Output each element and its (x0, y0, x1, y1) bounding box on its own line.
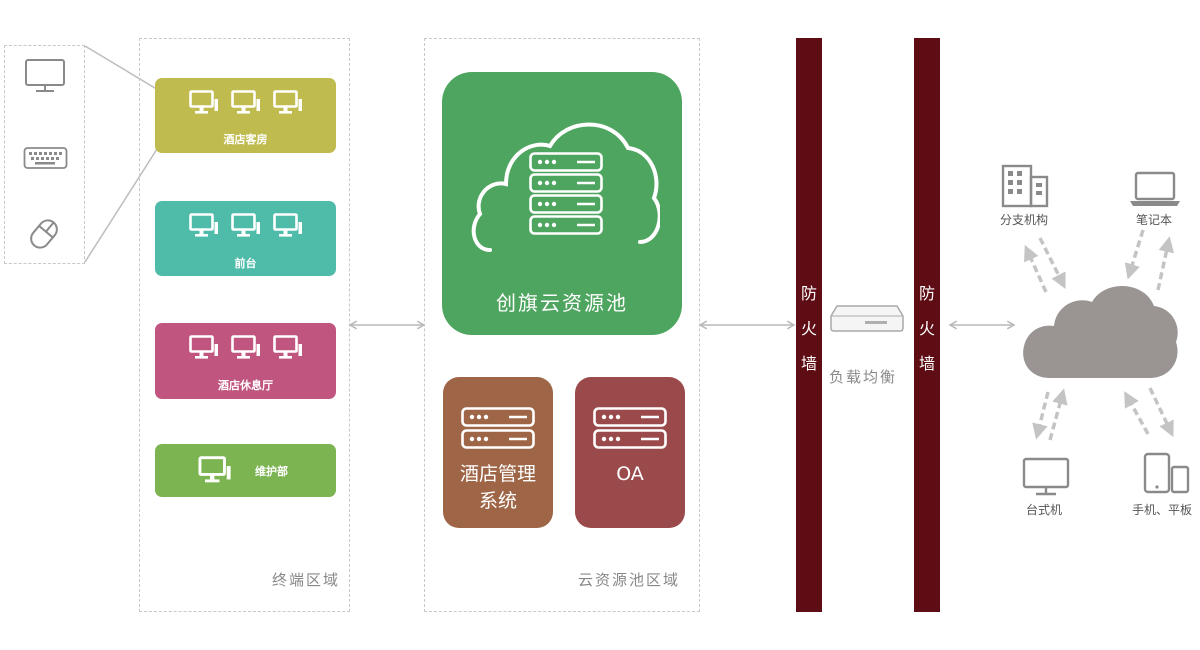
cloud-server-icon (471, 122, 660, 252)
terminal-label: 酒店客房 (223, 133, 268, 146)
desktop-icon (1022, 457, 1070, 496)
terminal-card-front-desk: 前台 (155, 201, 336, 276)
phone-tablet-icon (1143, 452, 1190, 494)
terminal-label: 前台 (234, 257, 257, 270)
service-label: OA (616, 463, 644, 485)
terminal-card-guest-rooms: 酒店客房 (155, 78, 336, 153)
terminal-region-label: 终端区域 (272, 571, 341, 589)
device-label: 分支机构 (1000, 213, 1049, 227)
server-icon (459, 429, 537, 449)
building-icon (1001, 164, 1049, 208)
firewall-left: 防 火 墙 (796, 38, 822, 612)
mouse-icon (30, 219, 58, 249)
keyboard-icon (23, 147, 68, 169)
firewall-label: 防 火 墙 (800, 284, 817, 373)
cloud-pool-title: 创旗云资源池 (496, 291, 628, 315)
load-balancer-label: 负载均衡 (829, 368, 898, 386)
firewall-right: 防 火 墙 (914, 38, 940, 612)
laptop-icon (1130, 171, 1180, 206)
server-icon (527, 215, 605, 235)
cloud-pool-card: 创旗云资源池 (442, 72, 682, 335)
device-label: 手机、平板 (1132, 503, 1193, 517)
firewall-label: 防 火 墙 (918, 284, 935, 373)
peripheral-box (4, 45, 85, 264)
server-icon (527, 173, 605, 193)
load-balancer-icon (830, 305, 904, 332)
service-card-oa: OA (575, 377, 685, 528)
cloud-pool-region-label: 云资源池区域 (578, 571, 681, 589)
server-icon (459, 407, 537, 427)
terminal-card-lounge: 酒店休息厅 (155, 323, 336, 399)
monitor-icon (25, 59, 65, 92)
service-card-hotel-management: 酒店管理 系统 (443, 377, 553, 528)
server-icon (527, 152, 605, 172)
cloud-pool-region (424, 38, 700, 612)
internet-cloud-icon (1023, 285, 1178, 378)
service-label: 酒店管理 系统 (459, 463, 536, 512)
server-icon (591, 407, 669, 427)
device-label: 台式机 (1026, 503, 1063, 517)
server-icon (527, 194, 605, 214)
internet-device-arrows (1024, 229, 1175, 441)
terminal-label: 酒店休息厅 (218, 379, 273, 392)
terminal-card-maintenance: 维护部 (155, 444, 336, 497)
terminal-label: 维护部 (255, 465, 288, 478)
device-label: 笔记本 (1136, 213, 1173, 227)
server-icon (591, 429, 669, 449)
